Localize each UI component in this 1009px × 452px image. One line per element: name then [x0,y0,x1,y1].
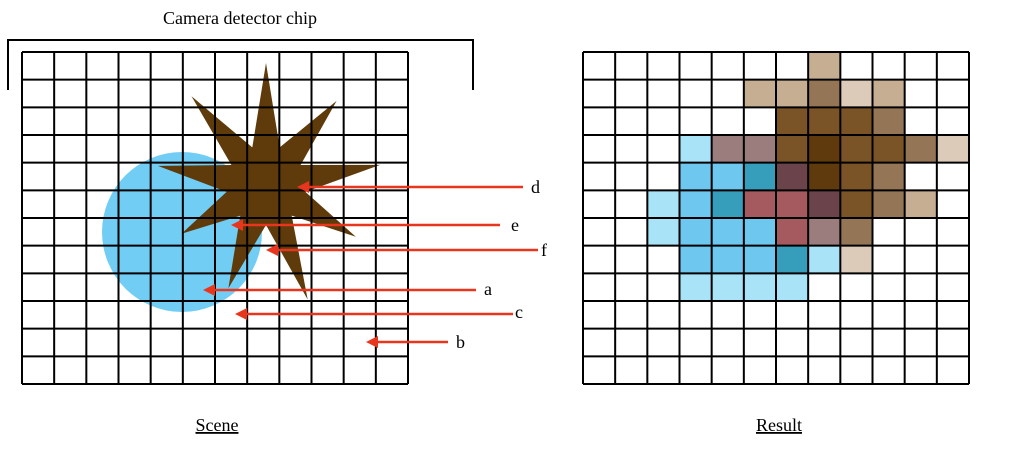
result-cell [743,135,776,163]
result-cell [679,273,712,301]
arrow-a [203,284,476,296]
result-cell [808,162,841,191]
result-cell [872,190,905,218]
result-cell [872,79,905,108]
result-cell [808,190,841,218]
result-cell [904,135,937,163]
result-cell [808,218,841,246]
result-cell [743,273,776,301]
result-cell [840,218,873,246]
result-cell [679,135,712,163]
arrow-c [235,308,513,320]
result-cell [808,245,841,274]
label-a: a [484,279,492,299]
scene-caption: Scene [196,415,239,435]
result-cell [840,107,873,135]
result-cell [808,107,841,135]
result-caption: Result [756,415,802,435]
result-cell [840,79,873,108]
label-b: b [456,332,465,352]
label-d: d [531,177,540,197]
result-cell [711,245,744,274]
result-cell [872,135,905,163]
result-cell [840,190,873,218]
result-cell [936,135,969,163]
result-cell [743,162,776,191]
result-cell [743,190,776,218]
result-cell [776,79,809,108]
result-cell [840,162,873,191]
result-cell [679,190,712,218]
result-cell [776,218,809,246]
result-panel: Result [582,51,970,435]
result-cell [776,107,809,135]
result-cell [711,218,744,246]
result-cells [647,52,969,301]
brown-star [157,63,381,300]
result-cell [776,190,809,218]
result-cell [679,218,712,246]
result-cell [904,190,937,218]
chip-bracket [7,39,474,90]
scene-panel: d e f a c b Scene [21,51,547,435]
result-cell [808,52,841,80]
scene-grid [21,51,409,385]
result-cell [743,245,776,274]
result-cell [808,79,841,108]
result-cell [679,162,712,191]
result-cell [840,245,873,274]
result-grid [582,51,970,385]
result-cell [776,135,809,163]
result-cell [840,135,873,163]
label-f: f [541,240,547,260]
result-cell [711,190,744,218]
arrow-b [366,336,448,348]
result-cell [776,245,809,274]
arrow-e [231,219,500,231]
result-cell [647,190,680,218]
chip-title: Camera detector chip [163,8,317,28]
label-c: c [515,302,523,322]
result-cell [743,218,776,246]
result-cell [679,245,712,274]
scene-arrows [203,181,538,348]
result-cell [711,162,744,191]
result-cell [776,162,809,191]
result-cell [776,273,809,301]
arrow-f [266,244,538,256]
result-cell [711,135,744,163]
result-cell [872,162,905,191]
result-cell [647,218,680,246]
result-cell [872,107,905,135]
result-cell [711,273,744,301]
label-e: e [511,215,519,235]
result-cell [743,79,776,108]
scene-labels: d e f a c b [456,177,547,352]
arrow-d [297,181,523,193]
result-cell [808,135,841,163]
